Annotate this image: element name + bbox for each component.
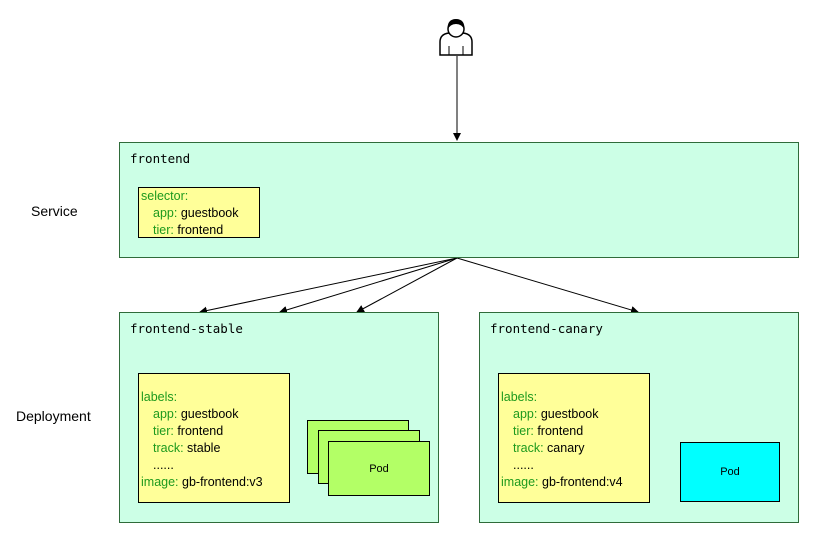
label-line: ...... <box>513 458 534 472</box>
service-title: frontend <box>130 151 191 166</box>
label-line: app: guestbook <box>513 407 599 421</box>
labels-heading: labels: <box>501 390 538 404</box>
canary-labels-note: labels: app: guestbook tier: frontend tr… <box>498 373 650 503</box>
label-line: track: canary <box>513 441 585 455</box>
stable-deployment-title: frontend-stable <box>130 321 243 336</box>
service-to-stable-pod-arrow <box>199 257 458 315</box>
selector-note: selector: app: guestbook tier: frontend <box>138 187 260 238</box>
service-box: frontend selector: app: guestbook tier: … <box>119 142 799 258</box>
label-line: app: guestbook <box>153 407 239 421</box>
service-to-stable-pod-arrow <box>279 257 458 314</box>
stable-deployment-box: frontend-stable labels: app: guestbook t… <box>119 312 439 523</box>
deployment-row-label: Deployment <box>16 408 91 424</box>
label-line: tier: frontend <box>153 424 224 438</box>
image-line: image: gb-frontend:v3 <box>141 475 263 489</box>
label-line: ...... <box>153 458 174 472</box>
selector-heading: selector: <box>141 189 189 203</box>
selector-line: app: guestbook <box>153 206 239 220</box>
label-line: track: stable <box>153 441 221 455</box>
stable-pod: Pod <box>328 441 430 496</box>
user-icon <box>437 16 475 56</box>
labels-heading: labels: <box>141 390 178 404</box>
service-to-canary-pod-arrow <box>456 257 639 314</box>
service-row-label: Service <box>31 203 78 219</box>
selector-line: tier: frontend <box>153 223 224 237</box>
image-line: image: gb-frontend:v4 <box>501 475 623 489</box>
stable-labels-note: labels: app: guestbook tier: frontend tr… <box>138 373 290 503</box>
label-line: tier: frontend <box>513 424 584 438</box>
canary-pod: Pod <box>680 442 780 502</box>
canary-pod-label: Pod <box>720 466 740 478</box>
stable-pod-label: Pod <box>369 462 389 475</box>
service-to-stable-pod-arrow <box>356 257 458 313</box>
canary-deployment-box: frontend-canary labels: app: guestbook t… <box>479 312 799 523</box>
canary-deployment-title: frontend-canary <box>490 321 603 336</box>
